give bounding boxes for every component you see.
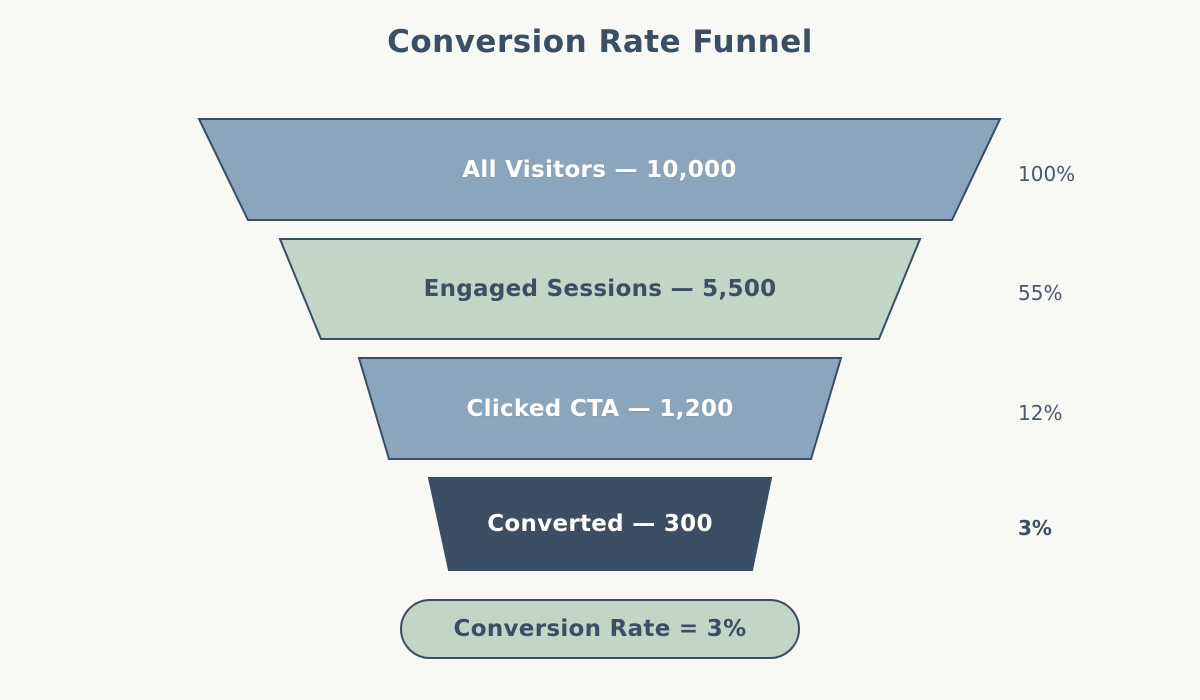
funnel-stage-shape-converted <box>427 477 773 571</box>
percent-label-engaged-sessions: 55% <box>1018 281 1063 305</box>
funnel-stage-shape-clicked-cta <box>357 357 843 460</box>
funnel-stage-label-engaged-sessions: Engaged Sessions — 5,500 <box>423 276 777 302</box>
chart-title: Conversion Rate Funnel <box>387 24 813 60</box>
percent-label-clicked-cta: 12% <box>1018 400 1063 425</box>
funnel-stage-label-clicked-cta: Clicked CTA — 1,200 <box>466 395 734 422</box>
conversion-rate-badge: Conversion Rate = 3% <box>400 599 800 659</box>
funnel-stage-label-all-visitors: All Visitors — 10,000 <box>462 156 737 183</box>
funnel-stage-shape-engaged-sessions <box>278 238 922 340</box>
funnel-stage-label-converted: Converted — 300 <box>487 511 713 537</box>
percent-label-all-visitors: 100% <box>1018 161 1076 186</box>
percent-label-converted: 3% <box>1018 516 1052 540</box>
funnel-stage-shape-all-visitors <box>197 118 1002 221</box>
